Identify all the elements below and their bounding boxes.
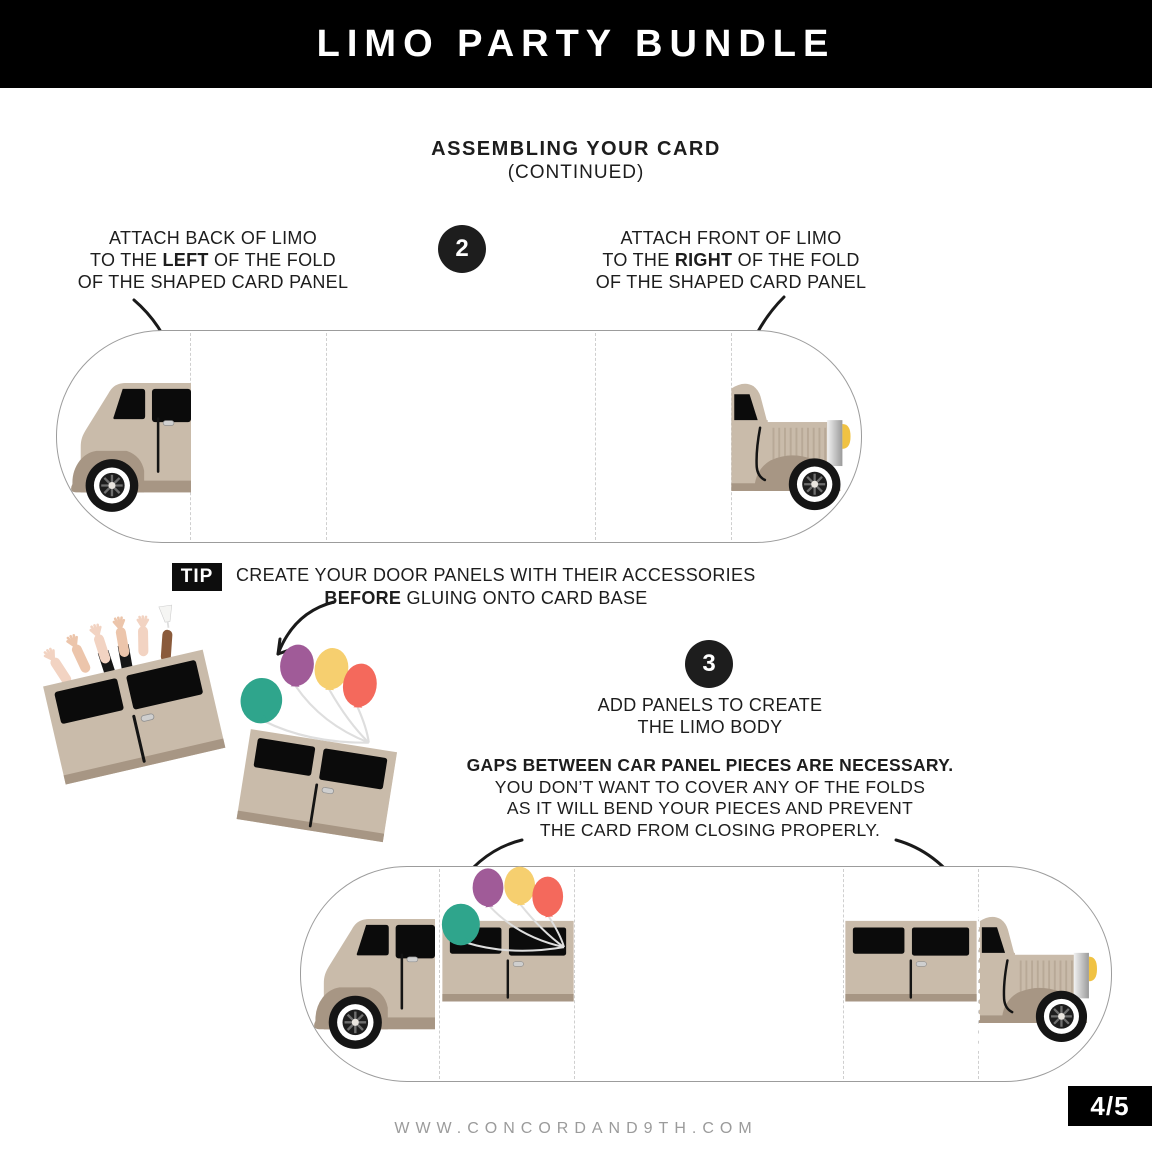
door-panel-with-hands	[27, 593, 230, 795]
page-title: LIMO PARTY BUNDLE	[316, 22, 836, 65]
tip-label: TIP	[180, 566, 214, 587]
step3-warning: GAPS BETWEEN CAR PANEL PIECES ARE NECESS…	[410, 755, 1010, 841]
door-panel-hands-illustration	[27, 593, 226, 785]
limo-front-illustration	[731, 378, 860, 512]
step2-right-instruction: ATTACH FRONT OF LIMO TO THE RIGHT OF THE…	[581, 227, 881, 293]
fold-line	[574, 869, 575, 1079]
warning-line: THE CARD FROM CLOSING PROPERLY.	[539, 819, 881, 840]
warning-line: YOU DON’T WANT TO COVER ANY OF THE FOLDS	[494, 776, 926, 797]
page-number-badge: 4/5	[1068, 1086, 1152, 1126]
balloons-illustration	[440, 865, 565, 952]
tip-text-line2: BEFORE GLUING ONTO CARD BASE	[324, 588, 648, 608]
instruction-line: ADD PANELS TO CREATE	[597, 695, 823, 715]
door-panel-illustration	[845, 920, 977, 1002]
step-3-badge: 3	[685, 640, 733, 688]
instruction-line: ATTACH FRONT OF LIMO	[620, 228, 842, 248]
step-number: 3	[702, 650, 716, 677]
fold-gap-overlay	[978, 911, 980, 1051]
fold-line	[439, 869, 440, 1079]
instruction-line: ATTACH BACK OF LIMO	[108, 228, 318, 248]
warning-line: AS IT WILL BEND YOUR PIECES AND PREVENT	[506, 798, 914, 818]
step2-left-instruction: ATTACH BACK OF LIMO TO THE LEFT OF THE F…	[63, 227, 363, 293]
website-url: WWW.CONCORDAND9TH.COM	[394, 1120, 758, 1137]
instruction-line: TO THE RIGHT OF THE FOLD	[602, 250, 860, 270]
door-panel-with-balloons	[216, 630, 413, 852]
header-bar: LIMO PARTY BUNDLE	[0, 0, 1152, 88]
instruction-line: OF THE SHAPED CARD PANEL	[77, 272, 349, 292]
step-number: 2	[455, 235, 469, 262]
limo-back-illustration	[70, 377, 191, 514]
warning-line: GAPS BETWEEN CAR PANEL PIECES ARE NECESS…	[466, 755, 954, 775]
section-subtitle: (CONTINUED)	[507, 162, 645, 183]
limo-back-illustration	[313, 913, 435, 1051]
instruction-line: OF THE SHAPED CARD PANEL	[595, 272, 867, 292]
tip-badge: TIP	[172, 563, 222, 591]
step3-instruction: ADD PANELS TO CREATE THE LIMO BODY	[560, 694, 860, 738]
shaped-card-panel-step2	[56, 330, 862, 543]
step-2-badge: 2	[438, 225, 486, 273]
fold-line	[326, 333, 327, 540]
tip-text-line1: CREATE YOUR DOOR PANELS WITH THEIR ACCES…	[236, 565, 756, 585]
instruction-line: TO THE LEFT OF THE FOLD	[90, 250, 336, 270]
shaped-card-panel-step3	[300, 865, 1112, 1082]
door-panel-balloons-illustration	[235, 633, 398, 843]
limo-front-illustration	[979, 911, 1106, 1044]
instruction-line: THE LIMO BODY	[637, 717, 783, 737]
section-title: ASSEMBLING YOUR CARD	[431, 138, 721, 160]
page-number: 4/5	[1090, 1090, 1130, 1121]
fold-line	[595, 333, 596, 540]
fold-line	[843, 869, 844, 1079]
